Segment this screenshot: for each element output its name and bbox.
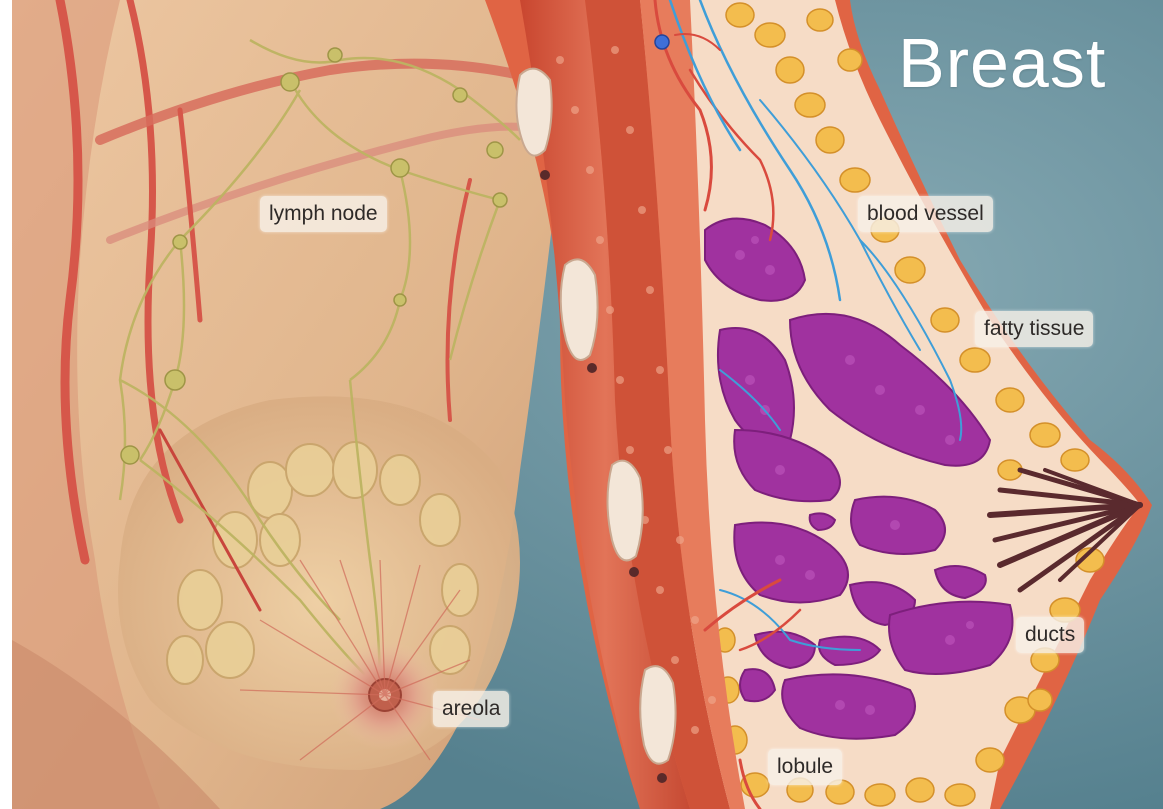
page-title: Breast (898, 28, 1106, 98)
label-blood-vessel: blood vessel (858, 196, 993, 232)
label-areola: areola (433, 691, 509, 727)
vessel-node (655, 35, 669, 49)
label-lymph-node: lymph node (260, 196, 387, 232)
label-lobule: lobule (768, 749, 842, 785)
white-left-margin (0, 0, 12, 809)
label-fatty-tissue: fatty tissue (975, 311, 1093, 347)
label-ducts: ducts (1016, 617, 1084, 653)
